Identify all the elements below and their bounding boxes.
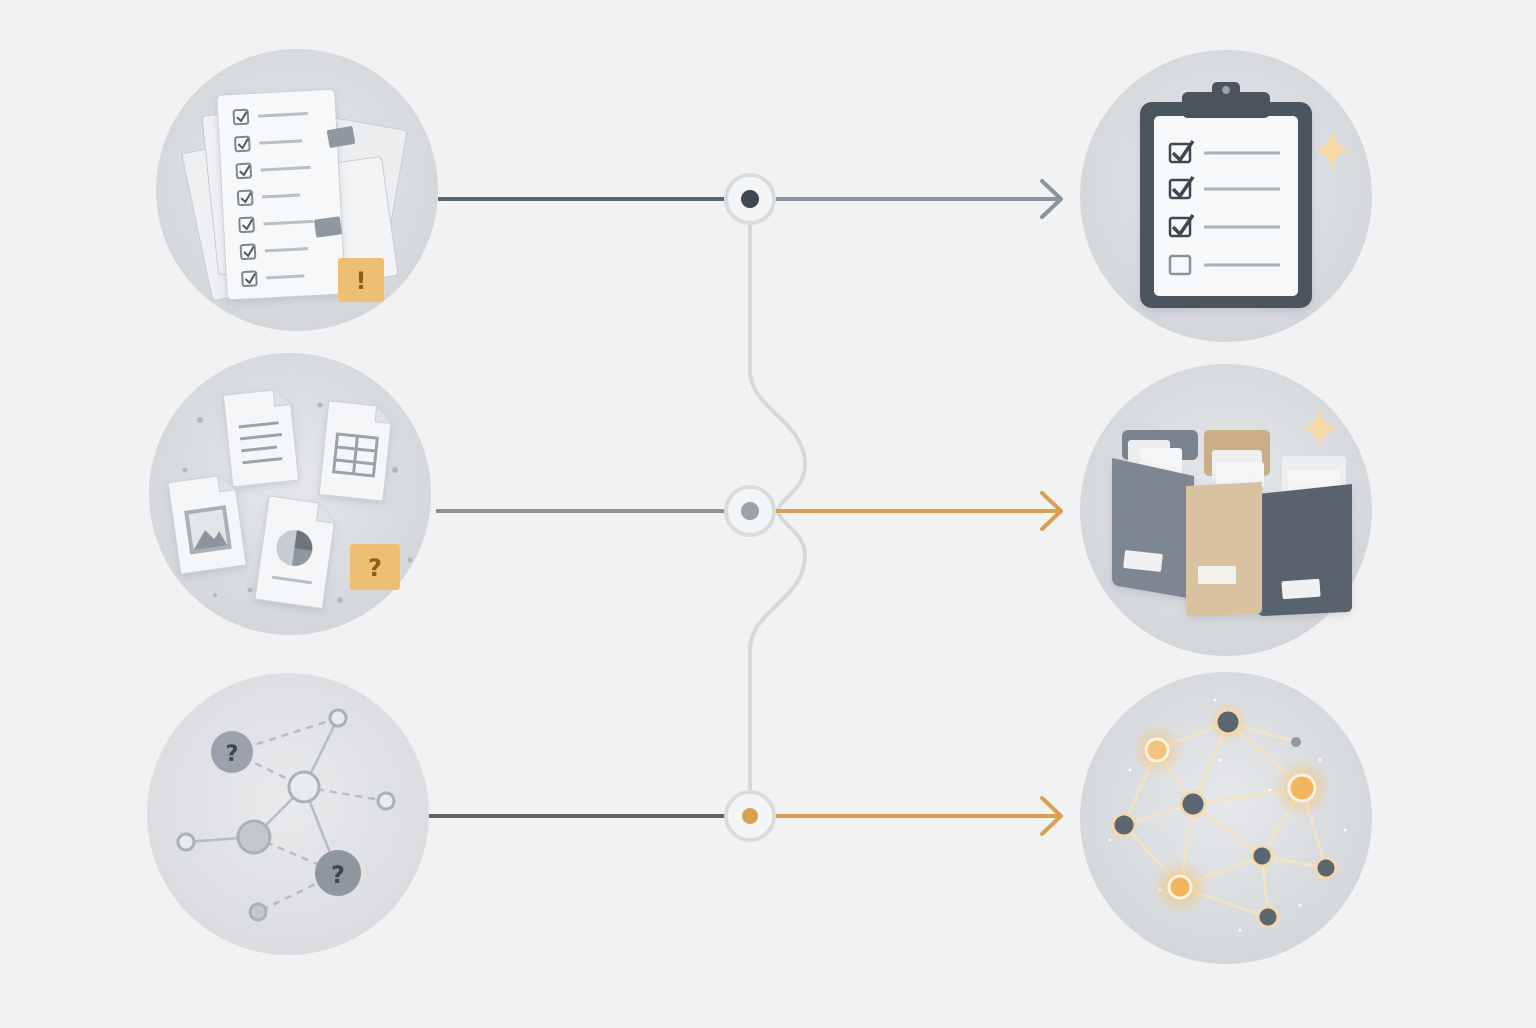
- warning-sticky-note: [338, 258, 384, 302]
- unclear-network-icon: ? ?: [147, 673, 429, 955]
- connected-network-icon: [1080, 672, 1372, 964]
- file-bins-icon: [1080, 364, 1372, 656]
- junction-node-1: [724, 173, 776, 225]
- sparkle-icon: [1314, 130, 1350, 170]
- junction-node-3: [724, 790, 776, 842]
- junction-node-2: [724, 485, 776, 537]
- question-sticky-note: [350, 544, 400, 590]
- row2-arrowhead: [1040, 491, 1063, 531]
- unknown-node-mark-2: ?: [331, 861, 345, 889]
- warning-mark: !: [356, 267, 367, 295]
- connectors: [428, 179, 1063, 836]
- sparkle-icon-2: [1302, 408, 1338, 448]
- checklist-pile-icon: !: [156, 49, 438, 331]
- question-mark: ?: [368, 554, 382, 582]
- unknown-node-mark: ?: [226, 742, 239, 767]
- scattered-files-icon: ?: [149, 353, 431, 635]
- clipboard-checklist-icon: [1080, 50, 1372, 342]
- row1-arrowhead: [1040, 179, 1063, 219]
- row3-arrowhead: [1040, 796, 1063, 836]
